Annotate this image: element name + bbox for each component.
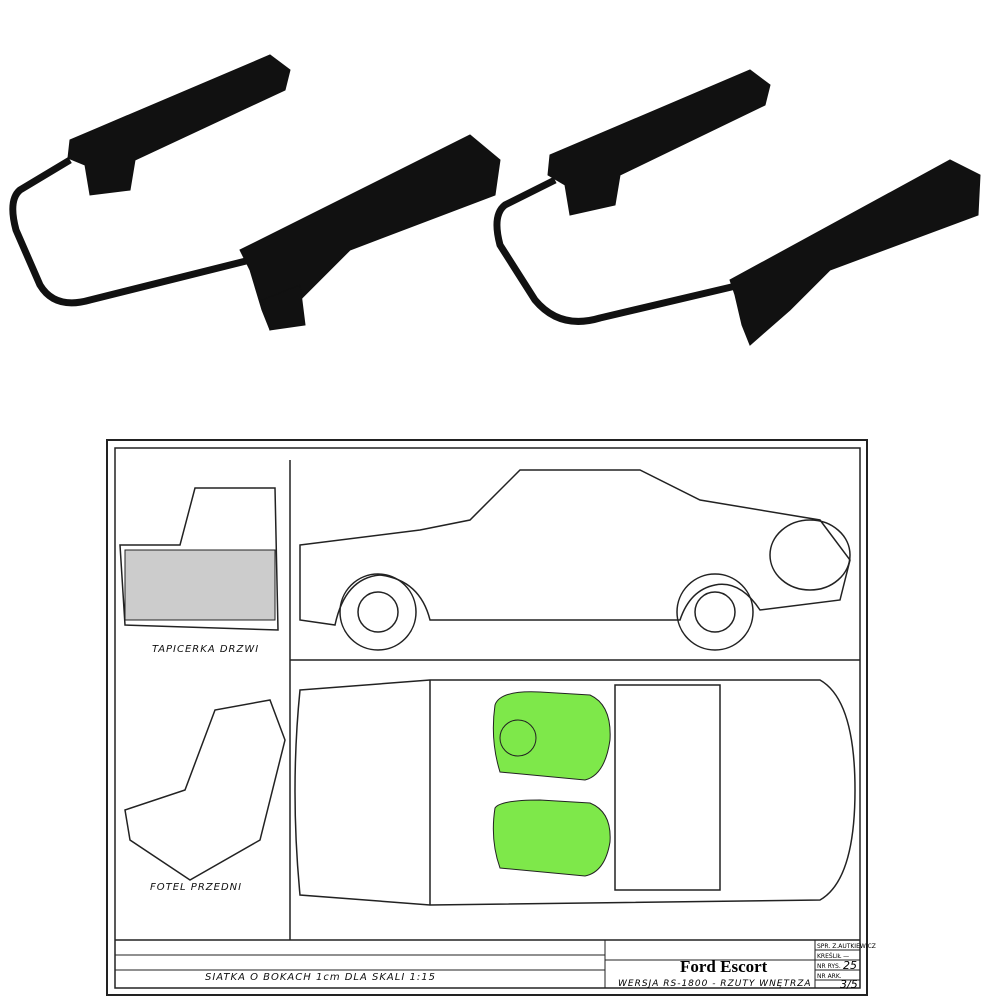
front-seat-label: FOTEL PRZEDNI [150, 882, 242, 893]
drawing-subtitle: WERSJA RS-1800 - RZUTY WNĘTRZA [618, 979, 812, 989]
seat-rail-right [493, 69, 981, 346]
title-block: Ford Escort WERSJA RS-1800 - RZUTY WNĘTR… [618, 943, 876, 991]
checked-by: SPR. Z.AUTKIEWICZ [817, 943, 876, 950]
drawn-by: KREŚLIŁ — [817, 953, 849, 960]
car-top-view [294, 679, 856, 906]
drawing-no-label: NR RYS. [817, 963, 841, 970]
highlighted-front-seats [492, 691, 611, 877]
grid-note: SIATKA O BOKACH 1cm DLA SKALI 1:15 [205, 972, 436, 983]
highlighted-seat-driver [492, 691, 611, 781]
door-trim-drawing [119, 487, 279, 631]
drawing-no: 25 [843, 959, 857, 972]
front-seat-drawing [124, 699, 286, 881]
sheet-number: 3/5 [840, 978, 858, 991]
door-trim-label: TAPICERKA DRZWI [152, 644, 259, 655]
technical-drawing [106, 439, 868, 996]
car-side-view [299, 469, 851, 626]
drawing-title: Ford Escort [680, 957, 768, 976]
seat-rail-left [9, 54, 501, 331]
highlighted-seat-passenger [492, 799, 611, 877]
sheet-label: NR ARK. [817, 973, 842, 980]
